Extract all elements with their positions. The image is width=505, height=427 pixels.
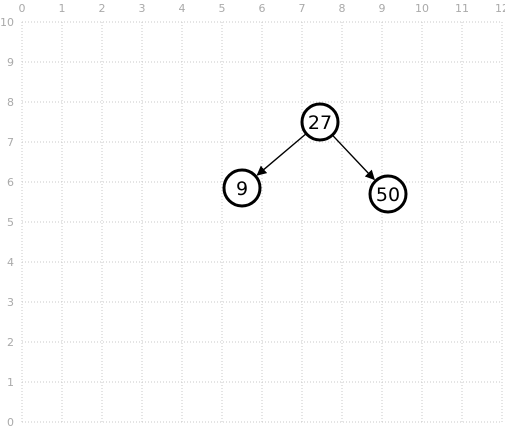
x-tick-label: 10	[415, 2, 429, 15]
y-tick-label: 2	[7, 336, 14, 349]
tree-node-9: 9	[222, 168, 262, 208]
edge-27-to-9	[256, 133, 306, 176]
x-tick-label: 0	[19, 2, 26, 15]
node-label: 50	[376, 184, 400, 206]
grid	[21, 21, 503, 423]
node-circle	[222, 168, 262, 208]
y-tick-label: 10	[0, 16, 14, 29]
edge-27-to-50	[332, 135, 375, 181]
x-tick-label: 12	[495, 2, 505, 15]
x-tick-label: 5	[219, 2, 226, 15]
y-tick-label: 7	[7, 136, 14, 149]
x-tick-label: 9	[379, 2, 386, 15]
x-tick-label: 1	[59, 2, 66, 15]
y-tick-label: 8	[7, 96, 14, 109]
x-tick-label: 7	[299, 2, 306, 15]
y-axis-labels: 0 1 2 3 4 5 6 7 8 9 10	[0, 16, 14, 427]
y-tick-label: 6	[7, 176, 14, 189]
x-tick-label: 3	[139, 2, 146, 15]
x-tick-label: 8	[339, 2, 346, 15]
y-tick-label: 4	[7, 256, 14, 269]
tree-edges	[256, 133, 375, 181]
y-tick-label: 9	[7, 56, 14, 69]
tree-nodes: 27 9 50	[222, 102, 408, 214]
node-circle	[368, 174, 408, 214]
x-tick-label: 11	[455, 2, 469, 15]
x-tick-label: 6	[259, 2, 266, 15]
y-tick-label: 1	[7, 376, 14, 389]
tree-node-50: 50	[368, 174, 408, 214]
y-tick-label: 0	[7, 416, 14, 427]
node-label: 27	[308, 112, 332, 134]
node-circle	[300, 102, 340, 142]
x-axis-labels: 0123456789101112	[19, 2, 505, 15]
y-tick-label: 3	[7, 296, 14, 309]
node-label: 9	[236, 178, 248, 200]
x-tick-label: 4	[179, 2, 186, 15]
x-tick-label: 2	[99, 2, 106, 15]
tree-node-27: 27	[300, 102, 340, 142]
y-tick-label: 5	[7, 216, 14, 229]
